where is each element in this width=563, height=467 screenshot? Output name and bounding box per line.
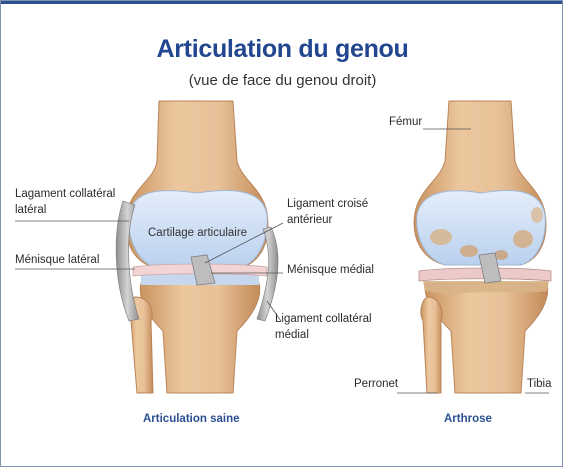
cartilage-right xyxy=(417,191,546,265)
label-lateral-meniscus: Ménisque latéral xyxy=(15,253,99,267)
label-lateral-collateral-line2: latéral xyxy=(15,203,46,217)
label-cartilage: Cartilage articulaire xyxy=(148,226,247,240)
label-medial-collateral-line2: médial xyxy=(275,328,309,342)
erosion-spot xyxy=(531,207,543,223)
label-lateral-collateral-line1: Lagament collatéral xyxy=(15,187,115,201)
erosion-spot xyxy=(430,229,452,245)
erosion-spot xyxy=(513,230,533,248)
label-tibia: Tibia xyxy=(527,377,552,391)
label-perronet: Perronet xyxy=(354,377,398,391)
healthy-knee xyxy=(116,101,278,393)
tibia-bone-left xyxy=(140,283,259,393)
arthritic-knee xyxy=(414,101,551,393)
caption-arthrosis: Arthrose xyxy=(444,413,492,425)
erosion-spot xyxy=(460,245,478,257)
label-femur: Fémur xyxy=(389,115,422,129)
label-medial-collateral-line1: Ligament collatéral xyxy=(275,312,372,326)
label-anterior-cruciate-line2: antérieur xyxy=(287,213,332,227)
caption-healthy: Articulation saine xyxy=(143,413,240,425)
fibula-right xyxy=(421,297,442,393)
label-medial-meniscus: Ménisque médial xyxy=(287,263,374,277)
label-anterior-cruciate-line1: Ligament croisé xyxy=(287,197,368,211)
